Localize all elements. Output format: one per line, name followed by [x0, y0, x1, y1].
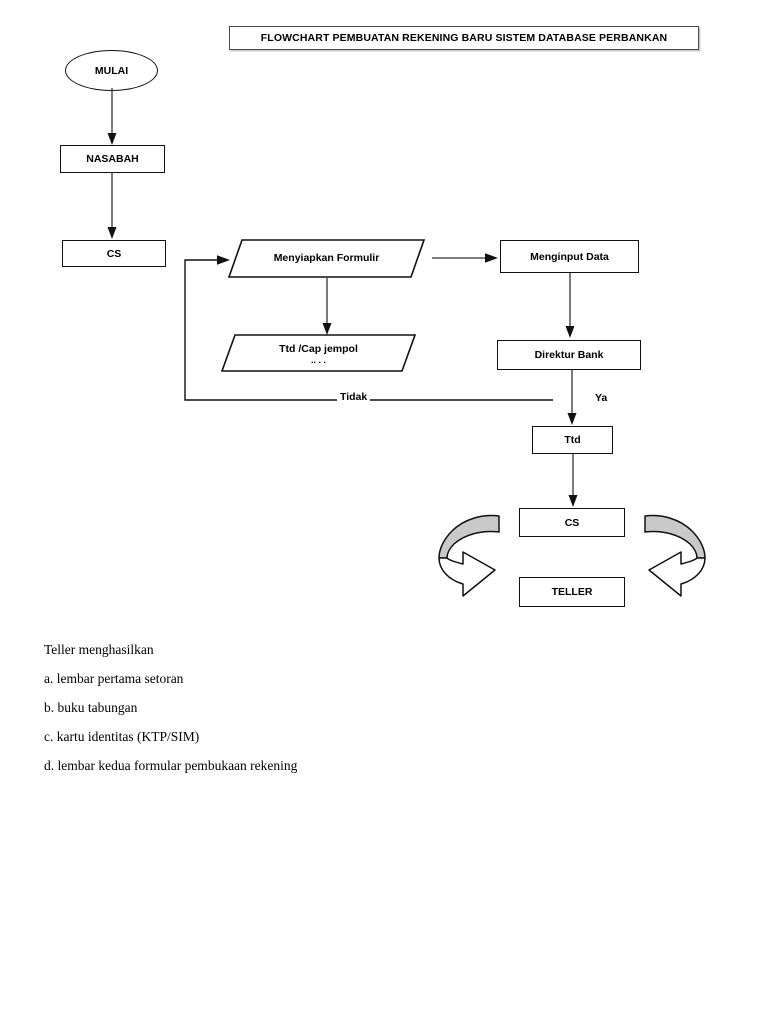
connector-formulir-to-ttdcap — [322, 278, 332, 335]
connector-formulir-to-menginput — [432, 253, 498, 263]
notes-item: a. lembar pertama setoran — [44, 671, 184, 686]
connector-direktur-to-ttd — [567, 370, 577, 425]
notes-item: d. lembar kedua formular pembukaan reken… — [44, 758, 298, 773]
node-menginput-data[interactable]: Menginput Data — [500, 240, 639, 273]
connector-mulai-to-nasabah — [107, 88, 117, 145]
notes-item: c. kartu identitas (KTP/SIM) — [44, 729, 200, 744]
edge-label-tidak: Tidak — [337, 391, 371, 403]
parallelogram-shape — [221, 334, 416, 372]
node-ttd-label: Ttd — [564, 434, 581, 446]
parallelogram-shape — [228, 239, 425, 278]
node-nasabah-label: NASABAH — [86, 153, 139, 165]
curved-arrow-right-icon — [644, 514, 706, 597]
node-ttd[interactable]: Ttd — [532, 426, 613, 454]
notes-heading: Teller menghasilkan — [44, 642, 154, 657]
node-mulai[interactable]: MULAI — [65, 50, 158, 91]
node-cs-bottom-label: CS — [564, 516, 580, 529]
node-direktur-bank[interactable]: Direktur Bank — [497, 340, 641, 370]
connector-menginput-to-direktur — [565, 273, 575, 338]
notes-block: Teller menghasilkan a. lembar pertama se… — [44, 642, 464, 787]
node-teller-label: TELLER — [551, 586, 593, 598]
node-menyiapkan-formulir[interactable]: Menyiapkan Formulir — [228, 239, 425, 278]
diagram-title-box: FLOWCHART PEMBUATAN REKENING BARU SISTEM… — [229, 26, 699, 50]
node-cs-top[interactable]: CS — [62, 240, 166, 267]
node-ttd-cap-jempol[interactable]: Ttd /Cap jempol .. . . — [221, 334, 416, 372]
node-nasabah[interactable]: NASABAH — [60, 145, 165, 173]
connector-nasabah-to-cs — [107, 172, 117, 239]
node-menginput-data-label: Menginput Data — [530, 250, 609, 263]
edge-label-ya: Ya — [592, 392, 611, 404]
connector-ttd-to-cs-bottom — [568, 454, 578, 507]
node-direktur-bank-label: Direktur Bank — [534, 349, 604, 361]
node-teller[interactable]: TELLER — [519, 577, 625, 607]
node-mulai-label: MULAI — [94, 64, 129, 77]
node-cs-top-label: CS — [106, 247, 122, 260]
curved-arrow-left-icon — [438, 514, 500, 597]
node-cs-bottom[interactable]: CS — [519, 508, 625, 537]
notes-item: b. buku tabungan — [44, 700, 138, 715]
diagram-title-text: FLOWCHART PEMBUATAN REKENING BARU SISTEM… — [260, 32, 668, 44]
